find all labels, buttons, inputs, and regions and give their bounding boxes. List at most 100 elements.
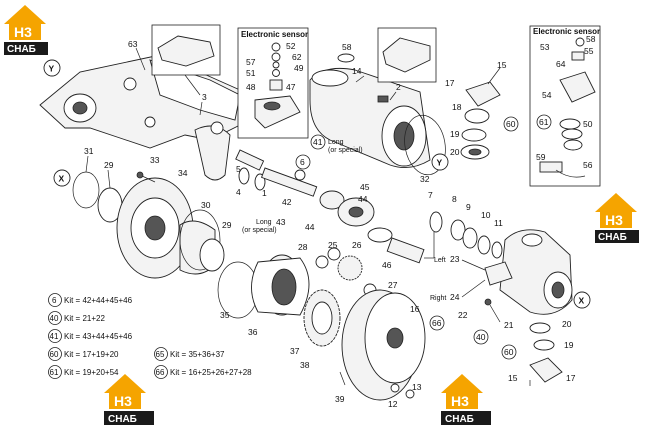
callout: 58 bbox=[342, 42, 352, 52]
note-right: Right bbox=[430, 295, 446, 302]
callout: 20 bbox=[450, 147, 460, 157]
svg-text:Kit = 17+19+20: Kit = 17+19+20 bbox=[64, 350, 119, 359]
callout: 9 bbox=[466, 202, 471, 212]
callout: 33 bbox=[150, 155, 160, 165]
pivot-assembly-bottom bbox=[529, 322, 563, 386]
bearing-29 bbox=[199, 238, 225, 272]
callout: 56 bbox=[583, 160, 593, 170]
callout: 4 bbox=[236, 187, 241, 197]
callout: 31 bbox=[84, 146, 94, 156]
callout: 27 bbox=[388, 280, 398, 290]
callout: 61 bbox=[539, 117, 549, 127]
callout: 51 bbox=[246, 68, 256, 78]
seal-rings-7-11 bbox=[429, 211, 503, 259]
axis-mark-x-left: X bbox=[53, 169, 71, 187]
note-special: (or special) bbox=[242, 227, 277, 234]
center-housing bbox=[309, 67, 446, 176]
kit-row: 40 Kit = 21+22 bbox=[48, 311, 105, 325]
svg-text:Kit = 42+44+45+46: Kit = 42+44+45+46 bbox=[64, 296, 133, 305]
callout: 30 bbox=[201, 200, 211, 210]
svg-text:40: 40 bbox=[50, 314, 59, 323]
axis-mark-y-left: Y bbox=[43, 59, 61, 77]
callout: 2 bbox=[396, 82, 401, 92]
callout: 23 bbox=[450, 254, 460, 264]
callout-labels: 63 3 31 29 33 34 30 29 5 4 1 42 43 Long … bbox=[84, 34, 596, 409]
callout: 39 bbox=[335, 394, 345, 404]
svg-text:Y: Y bbox=[49, 64, 55, 74]
leader-lines bbox=[85, 47, 501, 298]
callout: 1 bbox=[262, 188, 267, 198]
callout: 55 bbox=[584, 46, 594, 56]
bolt-33 bbox=[136, 171, 156, 183]
svg-text:Kit = 19+20+54: Kit = 19+20+54 bbox=[64, 368, 119, 377]
callout: 6 bbox=[300, 157, 305, 167]
callout: 45 bbox=[360, 182, 370, 192]
part-58-cap bbox=[337, 53, 355, 63]
callout: 53 bbox=[540, 42, 550, 52]
callout: 10 bbox=[481, 210, 491, 220]
svg-text:СНАБ: СНАБ bbox=[598, 232, 627, 243]
seal-ring-30 bbox=[179, 209, 221, 271]
kit-row: 66 Kit = 16+25+26+27+28 bbox=[154, 365, 252, 379]
logo-text: H3 bbox=[14, 24, 32, 40]
kit-legend: 6 Kit = 42+44+45+46 40 Kit = 21+22 41 Ki… bbox=[48, 293, 252, 379]
svg-text:Kit = 43+44+45+46: Kit = 43+44+45+46 bbox=[64, 332, 133, 341]
svg-text:H3: H3 bbox=[451, 393, 469, 409]
callout: 24 bbox=[450, 292, 460, 302]
universal-joint bbox=[319, 190, 425, 264]
callout: 42 bbox=[282, 197, 292, 207]
axis-mark-y-right: Y bbox=[431, 153, 449, 171]
callout: 46 bbox=[382, 260, 392, 270]
shaft-assembly bbox=[235, 149, 318, 197]
callout: 41 bbox=[313, 137, 323, 147]
callout: 58 bbox=[586, 34, 596, 44]
callout: 64 bbox=[556, 59, 566, 69]
callout: 25 bbox=[328, 240, 338, 250]
callout: 59 bbox=[536, 152, 546, 162]
svg-text:65: 65 bbox=[156, 350, 165, 359]
svg-text:66: 66 bbox=[156, 368, 165, 377]
bolt-21-22 bbox=[484, 298, 501, 323]
callout: 3 bbox=[202, 92, 207, 102]
callout: 28 bbox=[298, 242, 308, 252]
inset-housing-view bbox=[151, 24, 221, 96]
svg-text:СНАБ: СНАБ bbox=[445, 414, 474, 425]
svg-text:СНАБ: СНАБ bbox=[108, 414, 137, 425]
callout: 17 bbox=[566, 373, 576, 383]
inset-housing-view-2 bbox=[377, 27, 437, 83]
callout: 40 bbox=[476, 332, 486, 342]
planet-carrier bbox=[303, 289, 341, 347]
brand-logo-top-left: H3 СНАБ bbox=[4, 5, 48, 55]
brand-logo-bottom-left: H3 СНАБ bbox=[104, 374, 154, 425]
callout: 49 bbox=[294, 63, 304, 73]
callout: 7 bbox=[428, 190, 433, 200]
kit-row: 6 Kit = 42+44+45+46 bbox=[48, 293, 133, 307]
hub-cover bbox=[339, 289, 426, 401]
callout: 44 bbox=[305, 222, 315, 232]
pivot-assembly-top bbox=[460, 81, 501, 160]
callout: 54 bbox=[542, 90, 552, 100]
brand-logo-bottom-center: H3 СНАБ bbox=[441, 374, 491, 425]
callout: 35 bbox=[220, 310, 230, 320]
callout: 14 bbox=[352, 66, 362, 76]
ring-gear bbox=[217, 254, 310, 319]
svg-text:Kit = 35+36+37: Kit = 35+36+37 bbox=[170, 350, 225, 359]
note-left: Left bbox=[434, 257, 446, 264]
note-long: Long bbox=[256, 219, 272, 226]
svg-text:X: X bbox=[579, 296, 585, 306]
svg-text:41: 41 bbox=[50, 332, 59, 341]
callout: 38 bbox=[300, 360, 310, 370]
svg-text:Y: Y bbox=[437, 158, 443, 168]
callout: 16 bbox=[410, 304, 420, 314]
svg-text:Kit = 16+25+26+27+28: Kit = 16+25+26+27+28 bbox=[170, 368, 252, 377]
callout: 20 bbox=[562, 319, 572, 329]
planet-gears bbox=[315, 247, 377, 297]
svg-text:Kit = 21+22: Kit = 21+22 bbox=[64, 314, 105, 323]
callout: 19 bbox=[564, 340, 574, 350]
sensor-inset-right-title: Electronic sensor bbox=[533, 27, 600, 36]
callout: 60 bbox=[506, 119, 516, 129]
svg-text:60: 60 bbox=[50, 350, 59, 359]
callout: 15 bbox=[497, 60, 507, 70]
svg-text:X: X bbox=[59, 174, 65, 184]
callout: 48 bbox=[246, 82, 256, 92]
